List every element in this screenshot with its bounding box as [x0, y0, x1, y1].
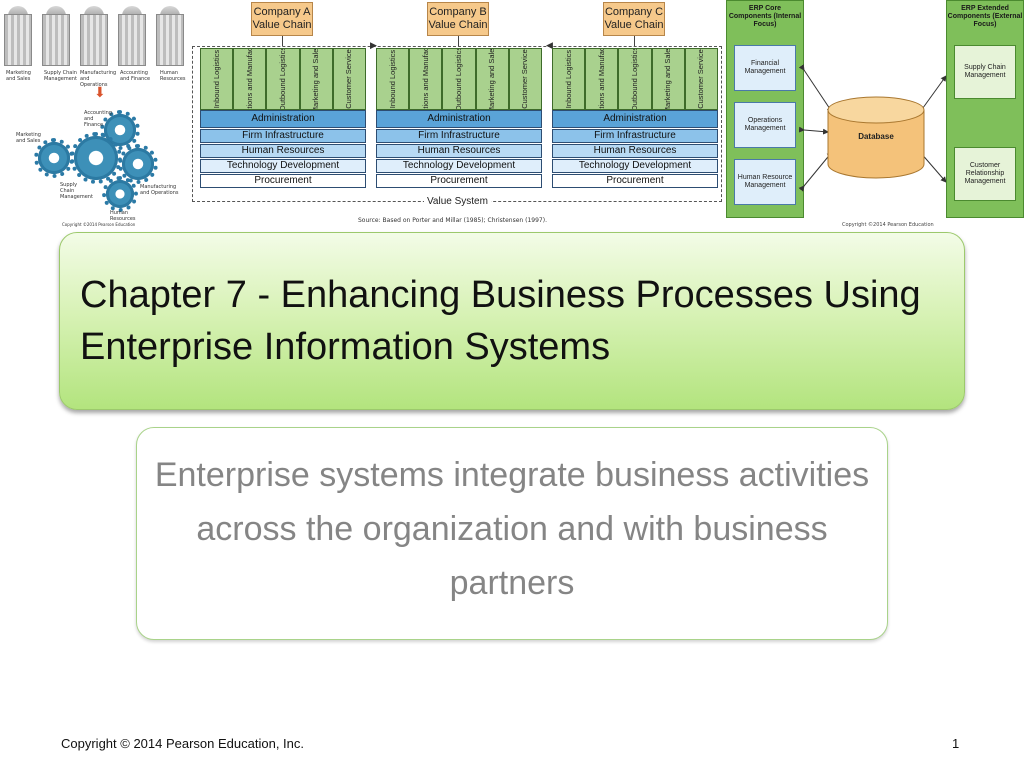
silo-label: Human Resources — [160, 70, 186, 82]
erp-extended-title: ERP Extended Components (External Focus) — [947, 5, 1023, 28]
company-c-chain: Inbound Logistics Operations and Manufac… — [552, 48, 719, 189]
source-note: Source: Based on Porter and Millar (1985… — [358, 217, 547, 224]
silo-icon — [78, 6, 110, 66]
support-activity: Procurement — [552, 174, 718, 188]
erp-extended-column: ERP Extended Components (External Focus)… — [946, 0, 1024, 218]
gear-icon — [118, 144, 158, 184]
figure-copyright: Copyright ©2014 Pearson Education — [842, 222, 934, 228]
connector-line — [634, 36, 635, 46]
primary-activity: Operations and Manufacturing — [585, 48, 619, 110]
company-b-chain: Inbound Logistics Operations and Manufac… — [376, 48, 543, 189]
support-activity: Human Resources — [200, 144, 366, 158]
page-number: 1 — [952, 736, 960, 751]
support-activity: Firm Infrastructure — [200, 129, 366, 143]
gear-label: Marketing and Sales — [16, 132, 41, 144]
support-activity: Firm Infrastructure — [552, 129, 718, 143]
support-activity: Administration — [200, 110, 366, 128]
silo-icon — [2, 6, 34, 66]
support-activity: Procurement — [376, 174, 542, 188]
support-activity: Administration — [376, 110, 542, 128]
support-activity: Firm Infrastructure — [376, 129, 542, 143]
erp-core-component: Human Resource Management — [734, 159, 796, 205]
support-activity: Administration — [552, 110, 718, 128]
value-chain-figure: Company A Value Chain Company B Value Ch… — [192, 0, 724, 230]
primary-activity: Marketing and Sales — [299, 48, 333, 110]
support-activity: Technology Development — [200, 159, 366, 173]
primary-activity: Outbound Logistics — [442, 48, 476, 110]
support-activity: Procurement — [200, 174, 366, 188]
database-label: Database — [858, 132, 894, 141]
erp-core-title: ERP Core Components (Internal Focus) — [728, 5, 802, 28]
silo-icon — [116, 6, 148, 66]
primary-activity: Outbound Logistics — [266, 48, 300, 110]
primary-activity: Operations and Manufacturing — [409, 48, 443, 110]
company-a-title: Company A Value Chain — [251, 2, 313, 36]
primary-activity: Marketing and Sales — [475, 48, 509, 110]
footer-copyright: Copyright © 2014 Pearson Education, Inc. — [61, 736, 305, 751]
support-activity: Human Resources — [376, 144, 542, 158]
database-icon — [826, 96, 926, 182]
primary-activity: Inbound Logistics — [376, 48, 410, 110]
slide-title-box: Chapter 7 - Enhancing Business Processes… — [59, 232, 965, 410]
erp-extended-component: Supply Chain Management — [954, 45, 1016, 99]
silo-label: Manufacturing and Operations — [80, 70, 117, 88]
value-system-label: Value System — [424, 196, 491, 207]
company-a-chain: Inbound Logistics Operations and Manufac… — [200, 48, 367, 189]
gear-icon — [102, 176, 138, 212]
primary-activity: Operations and Manufacturing — [233, 48, 267, 110]
slide-body-text: Enterprise systems integrate business ac… — [154, 456, 870, 602]
slide-body-box: Enterprise systems integrate business ac… — [136, 427, 888, 640]
left-arrow-icon: ◀ — [546, 41, 553, 51]
erp-core-component: Operations Management — [734, 102, 796, 148]
support-activity: Human Resources — [552, 144, 718, 158]
gear-label: Human Resources — [110, 210, 136, 222]
gear-icon — [70, 132, 122, 184]
silo-label: Marketing and Sales — [6, 70, 31, 82]
primary-activity: Outbound Logistics — [618, 48, 652, 110]
primary-activity: Customer Service — [684, 48, 719, 110]
functional-silos-figure: Marketing and Sales Supply Chain Managem… — [0, 0, 192, 230]
silo-label: Supply Chain Management — [44, 70, 77, 82]
primary-activity: Customer Service — [332, 48, 367, 110]
silo-icon — [154, 6, 186, 66]
erp-core-column: ERP Core Components (Internal Focus) Fin… — [726, 0, 804, 218]
erp-figure: ERP Core Components (Internal Focus) Fin… — [724, 0, 1024, 230]
gear-label: Manufacturing and Operations — [140, 184, 179, 196]
support-activity: Technology Development — [552, 159, 718, 173]
gear-icon — [34, 138, 74, 178]
support-activity: Technology Development — [376, 159, 542, 173]
erp-extended-component: Customer Relationship Management — [954, 147, 1016, 201]
connector-line — [282, 36, 283, 46]
company-b-title: Company B Value Chain — [427, 2, 489, 36]
silo-icon — [40, 6, 72, 66]
primary-activity: Inbound Logistics — [200, 48, 234, 110]
primary-activity: Customer Service — [508, 48, 543, 110]
primary-activity: Inbound Logistics — [552, 48, 586, 110]
connector-line — [458, 36, 459, 46]
down-arrow-icon: ⬇ — [94, 85, 106, 101]
primary-activity: Marketing and Sales — [651, 48, 685, 110]
silo-label: Accounting and Finance — [120, 70, 151, 82]
figure-copyright: Copyright ©2014 Pearson Education — [62, 222, 136, 227]
company-c-title: Company C Value Chain — [603, 2, 665, 36]
gear-label: Accounting and Finance — [84, 110, 112, 128]
erp-core-component: Financial Management — [734, 45, 796, 91]
gear-label: Supply Chain Management — [60, 182, 93, 200]
right-arrow-icon: ▶ — [370, 41, 377, 51]
slide-title: Chapter 7 - Enhancing Business Processes… — [80, 274, 921, 368]
